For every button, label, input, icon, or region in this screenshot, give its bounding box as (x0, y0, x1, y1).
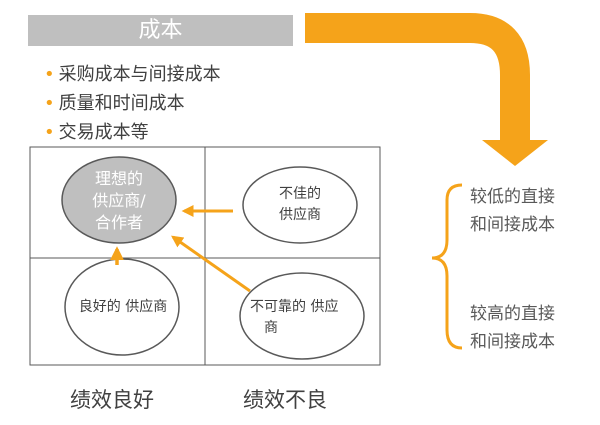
ideal-supplier-label: 理想的 供应商/ 合作者 (72, 168, 166, 234)
bullet-item: •质量和时间成本 (44, 89, 221, 118)
bullet-dot: • (44, 93, 55, 114)
cost-header-title: 成本 (138, 18, 183, 43)
ideal-supplier-ellipse (61, 156, 177, 244)
bullet-text: 交易成本等 (58, 122, 149, 143)
bullet-dot: • (44, 64, 55, 85)
poor-supplier-label: 不佳的 供应商 (255, 184, 345, 226)
axis-label-poor-performance: 绩效不良 (243, 388, 327, 412)
lower-cost-line: 较低的直接 (470, 187, 555, 207)
unreliable-supplier-ellipse (239, 272, 365, 360)
cost-header: 成本 (28, 15, 293, 46)
good-label-line: 良好的 供应商 (78, 299, 168, 315)
unreliable-label-line: 商 (264, 320, 278, 336)
big-curved-arrow (305, 13, 548, 166)
lower-cost-line: 和间接成本 (470, 215, 555, 235)
bullet-text: 采购成本与间接成本 (58, 64, 221, 85)
bullet-text: 质量和时间成本 (58, 93, 185, 114)
good-supplier-label: 良好的 供应商 (65, 297, 181, 318)
unreliable-label-line: 不可靠的 供应 (250, 299, 339, 315)
unreliable-supplier-label: 不可靠的 供应 商 (244, 297, 366, 339)
curly-brace (431, 183, 463, 350)
arrow-unreliable-to-ideal (171, 235, 251, 293)
ideal-label-line: 供应商/ (92, 191, 146, 210)
higher-cost-text: 较高的直接 和间接成本 (470, 300, 555, 356)
higher-cost-line: 和间接成本 (470, 332, 555, 352)
bullet-item: •交易成本等 (44, 118, 221, 147)
bullet-item: •采购成本与间接成本 (44, 60, 221, 89)
poor-label-line: 供应商 (279, 207, 321, 223)
axis-label-good-performance: 绩效良好 (70, 388, 154, 412)
cost-bullet-list: •采购成本与间接成本 •质量和时间成本 •交易成本等 (44, 60, 221, 147)
higher-cost-line: 较高的直接 (470, 304, 555, 324)
ideal-label-line: 合作者 (94, 213, 143, 232)
ideal-label-line: 理想的 (94, 169, 143, 188)
poor-label-line: 不佳的 (279, 186, 321, 202)
lower-cost-text: 较低的直接 和间接成本 (470, 183, 555, 239)
poor-supplier-ellipse (242, 166, 358, 244)
bullet-dot: • (44, 122, 55, 143)
